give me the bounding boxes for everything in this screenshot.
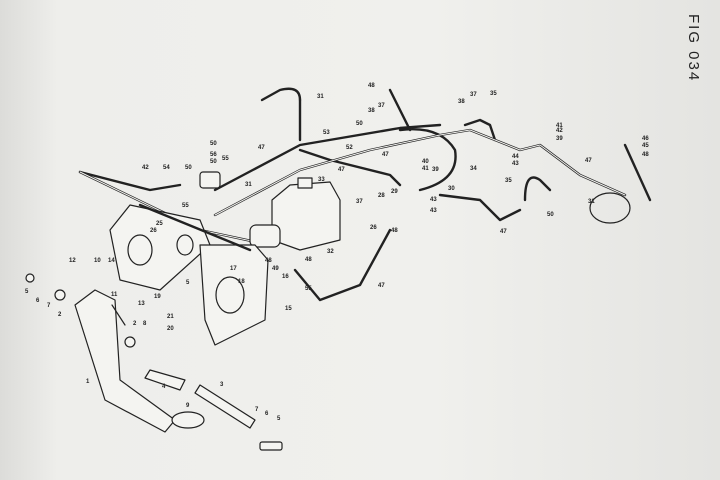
part-callout: 52 — [346, 145, 353, 151]
part-callout: 39 — [556, 136, 563, 142]
part-callout: 37 — [470, 92, 477, 98]
part-callout: 37 — [356, 199, 363, 205]
part-callout: 31 — [588, 199, 595, 205]
part-callout: 53 — [323, 130, 330, 136]
part-callout: 9 — [186, 403, 190, 409]
part-callout: 12 — [69, 258, 76, 264]
brake-pedal — [25, 273, 283, 451]
part-callout: 11 — [111, 292, 118, 298]
part-callout: 30 — [448, 186, 455, 192]
part-callout: 43 — [512, 161, 519, 167]
clip-ring — [589, 192, 631, 224]
part-callout: 15 — [285, 306, 292, 312]
part-callout: 47 — [500, 229, 507, 235]
part-callout: 55 — [222, 156, 229, 162]
part-callout: 5 — [25, 289, 29, 295]
part-callout: 26 — [150, 228, 157, 234]
part-callout: 48 — [368, 83, 375, 89]
part-callout: 48 — [391, 228, 398, 234]
part-callout: 42 — [142, 165, 149, 171]
part-callout: 2 — [133, 321, 137, 327]
part-callout: 46 — [642, 136, 649, 142]
part-callout: 39 — [432, 167, 439, 173]
part-callout: 43 — [430, 197, 437, 203]
part-callout: 33 — [318, 177, 325, 183]
part-callout: 32 — [327, 249, 334, 255]
part-callout: 4 — [162, 384, 166, 390]
part-callout: 47 — [585, 158, 592, 164]
part-callout: 35 — [505, 178, 512, 184]
part-callout: 41 — [422, 166, 429, 172]
part-callout: 40 — [422, 159, 429, 165]
part-callout: 6 — [265, 411, 269, 417]
part-callout: 43 — [430, 208, 437, 214]
part-callout: 8 — [143, 321, 147, 327]
part-callout: 55 — [305, 286, 312, 292]
part-callout: 47 — [258, 145, 265, 151]
part-callout: 48 — [265, 258, 272, 264]
part-callout: 3 — [220, 382, 224, 388]
part-callout: 44 — [512, 154, 519, 160]
part-callout: 47 — [382, 152, 389, 158]
part-callout: 47 — [338, 167, 345, 173]
part-callout: 20 — [167, 326, 174, 332]
part-callout: 50 — [210, 159, 217, 165]
part-callout: 50 — [185, 165, 192, 171]
part-callout: 14 — [108, 258, 115, 264]
part-callout: 5 — [186, 280, 190, 286]
part-callout: 13 — [138, 301, 145, 307]
part-callout: 7 — [255, 407, 259, 413]
pipework — [78, 87, 652, 302]
part-callout: 19 — [154, 294, 161, 300]
part-callout: 41 — [556, 123, 563, 129]
part-callout: 50 — [210, 141, 217, 147]
part-callout: 38 — [368, 108, 375, 114]
part-callout: 47 — [378, 283, 385, 289]
part-callout: 1 — [86, 379, 90, 385]
part-callout: 48 — [305, 257, 312, 263]
part-callout: 50 — [547, 212, 554, 218]
part-callout: 16 — [282, 274, 289, 280]
part-callout: 18 — [238, 279, 245, 285]
part-callout: 29 — [391, 189, 398, 195]
part-callout: 35 — [490, 91, 497, 97]
part-callout: 34 — [470, 166, 477, 172]
part-callout: 48 — [642, 152, 649, 158]
part-callout: 25 — [156, 221, 163, 227]
part-callout: 49 — [272, 266, 279, 272]
part-callout: 45 — [642, 143, 649, 149]
part-callout: 2 — [58, 312, 62, 318]
part-callout: 17 — [230, 266, 237, 272]
part-callout: 31 — [317, 94, 324, 100]
part-callout: 26 — [370, 225, 377, 231]
part-callout: 54 — [163, 165, 170, 171]
part-callout: 38 — [458, 99, 465, 105]
part-callout: 6 — [36, 298, 40, 304]
part-callout: 42 — [556, 128, 563, 134]
part-callout: 37 — [378, 103, 385, 109]
part-callout: 21 — [167, 314, 174, 320]
part-callout: 31 — [245, 182, 252, 188]
pedal-bracket — [109, 203, 269, 346]
part-callout: 56 — [210, 152, 217, 158]
master-cylinder — [199, 171, 341, 251]
part-callout: 7 — [47, 303, 51, 309]
part-callout: 10 — [94, 258, 101, 264]
part-callout: 28 — [378, 193, 385, 199]
part-callout: 55 — [182, 203, 189, 209]
part-callout: 5 — [277, 416, 281, 422]
part-callout: 50 — [356, 121, 363, 127]
